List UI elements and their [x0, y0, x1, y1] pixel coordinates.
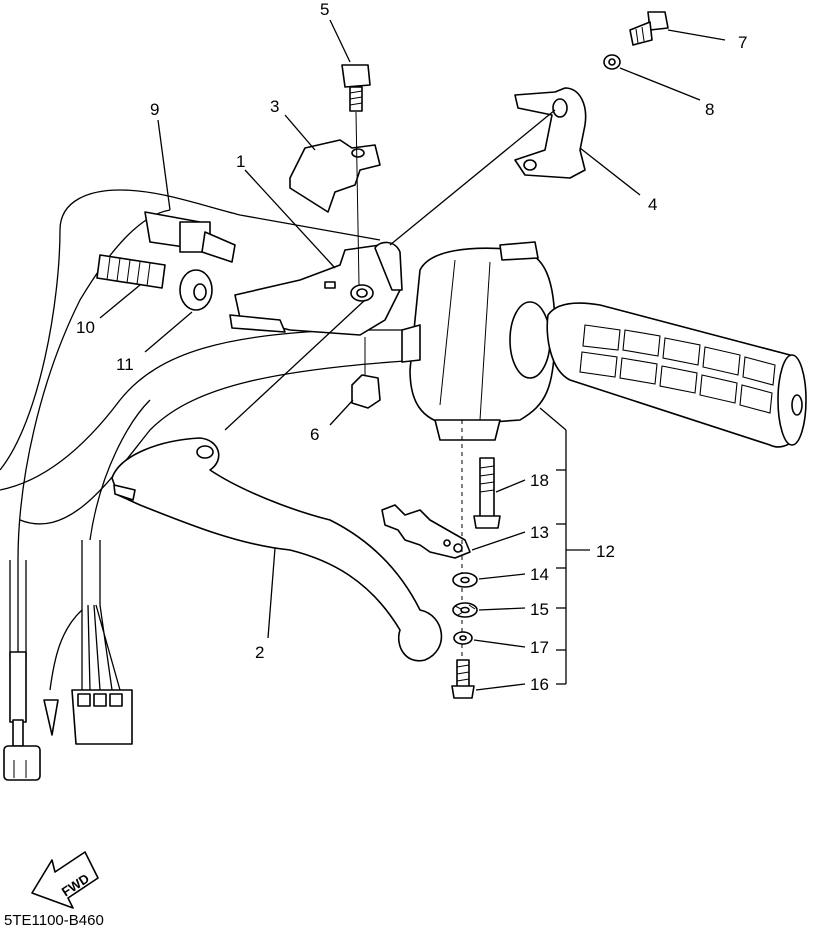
callout-4: 4	[648, 195, 657, 214]
switch-wire-harness	[43, 399, 151, 745]
diagram-code: 5TE1100-B460	[4, 912, 104, 929]
bracket-3	[289, 139, 381, 213]
callout-3: 3	[270, 97, 279, 116]
callout-17: 17	[530, 638, 549, 657]
lever-holder-1	[229, 241, 403, 336]
callout-1: 1	[236, 152, 245, 171]
callout-16: 16	[530, 675, 549, 694]
adjuster-nut-10	[96, 254, 166, 289]
switch-housing	[401, 241, 556, 441]
screw-7	[629, 11, 669, 46]
lock-nut-11	[179, 269, 213, 311]
screw-16	[451, 659, 475, 699]
callout-12: 12	[596, 542, 615, 561]
nut-6	[351, 337, 381, 409]
callout-9: 9	[150, 100, 159, 119]
switch-cover-4	[514, 87, 587, 179]
callout-18: 18	[530, 471, 549, 490]
callout-15: 15	[530, 600, 549, 619]
callout-6: 6	[310, 425, 319, 444]
washer-8	[603, 54, 621, 70]
cable-adjuster-9	[144, 211, 236, 263]
washer-14	[452, 572, 478, 588]
washer-17	[453, 631, 473, 645]
callout-7: 7	[738, 33, 747, 52]
callout-10: 10	[76, 318, 95, 337]
callout-5: 5	[320, 0, 329, 19]
callout-13: 13	[530, 523, 549, 542]
callout-11: 11	[116, 355, 134, 374]
callout-8: 8	[705, 100, 714, 119]
leader-lines	[99, 19, 726, 691]
bolt-18	[473, 457, 501, 529]
clutch-cable	[3, 209, 171, 781]
clutch-lever-2	[111, 437, 443, 662]
handlebar-grip	[546, 302, 807, 448]
callout-14: 14	[530, 565, 549, 584]
screw-5	[341, 64, 371, 286]
callout-2: 2	[255, 643, 264, 662]
lock-washer-15	[452, 602, 478, 618]
switch-plate-13	[381, 504, 471, 559]
fwd-direction-arrow: FWD	[31, 851, 99, 909]
handlebar-outline	[0, 189, 421, 525]
